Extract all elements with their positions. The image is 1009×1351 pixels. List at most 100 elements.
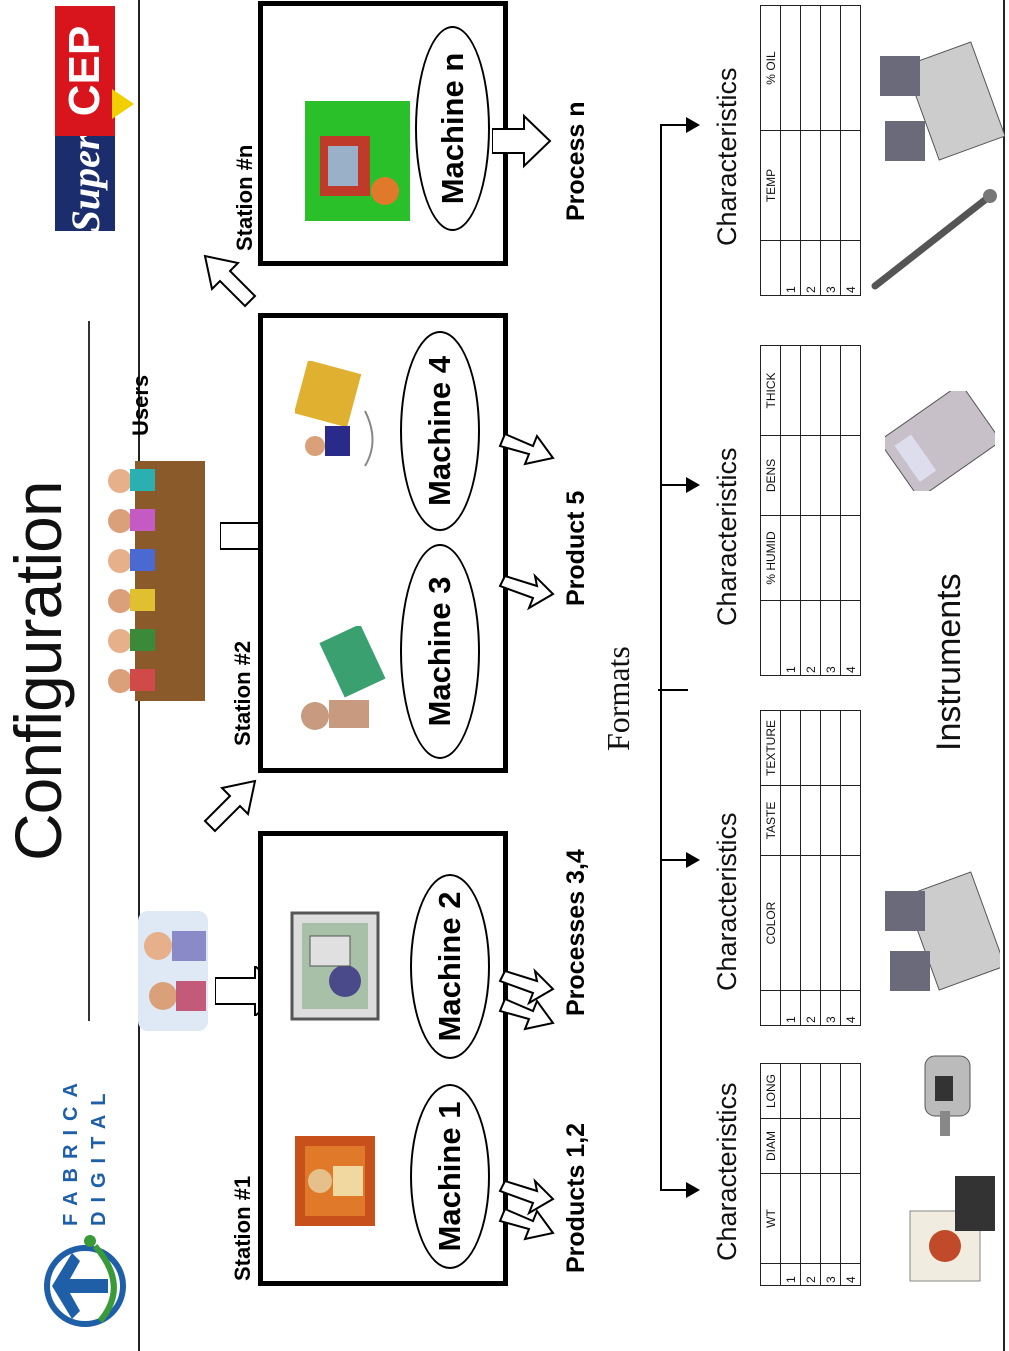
characteristics-table-3-grid: % HUMID DENS THICK 1 2 3 4	[760, 345, 861, 676]
column-header: LONG	[760, 1063, 781, 1119]
characteristics-table-4: TEMP % OIL 1 2 3 4	[760, 5, 861, 296]
station-1-label: Station #1	[230, 1175, 255, 1281]
formats-label: Formats	[600, 646, 636, 751]
formats-tree-trunk	[658, 689, 688, 691]
table-cell	[780, 345, 801, 436]
row-index: 3	[820, 600, 841, 676]
characteristics-table-4-grid: TEMP % OIL 1 2 3 4	[760, 5, 861, 296]
row-index: 4	[840, 240, 861, 296]
stationn-output-arrow	[492, 113, 552, 169]
fabrica-digital-logo: FABRICA DIGITAL	[30, 1041, 130, 1341]
logo-yellow-triangle-icon	[112, 89, 134, 119]
calculator-instrument-icon	[885, 391, 995, 491]
formats-tree-branch	[660, 126, 662, 1191]
table-cell	[800, 1173, 821, 1264]
instruments-label: Instruments	[930, 573, 968, 751]
table-cell	[800, 345, 821, 436]
table-cell	[840, 515, 861, 601]
row-index: 1	[780, 600, 801, 676]
column-header: TEXTURE	[760, 710, 781, 786]
page-title: Configuration	[1, 481, 75, 861]
table-cell	[780, 785, 801, 856]
table-cell	[840, 1173, 861, 1264]
column-header: WT	[760, 1173, 781, 1264]
fabrica-logo-icon	[44, 1235, 126, 1327]
table-cell	[800, 435, 821, 516]
meeting-table-icon	[108, 461, 205, 701]
table-corner	[760, 1263, 781, 1286]
table-cell	[820, 130, 841, 241]
table-corner	[760, 240, 781, 296]
table-cell	[780, 710, 801, 786]
formats-arrowheads	[686, 117, 700, 1198]
row-index: 2	[800, 990, 821, 1026]
column-header: THICK	[760, 345, 781, 436]
output-products-1-2: Products 1,2	[562, 1122, 590, 1273]
row-index: 4	[840, 600, 861, 676]
table-cell	[820, 5, 841, 131]
table-cell	[820, 1118, 841, 1174]
table-cell	[840, 855, 861, 991]
machine-3-worker-icon	[301, 626, 386, 730]
supercep-super-logo: Super	[55, 135, 115, 232]
machine-2-oval: Machine 2	[410, 874, 490, 1059]
table-cell	[840, 130, 861, 241]
table-cell	[840, 5, 861, 131]
column-header: DENS	[760, 435, 781, 516]
table-cell	[780, 1063, 801, 1119]
table-cell	[840, 1063, 861, 1119]
characteristics-table-1-grid: WT DIAM LONG 1 2 3 4	[760, 1063, 861, 1286]
table-cell	[800, 130, 821, 241]
user-to-station1-diag-arrow	[203, 779, 257, 833]
machine-n-oval: Machine n	[415, 26, 490, 231]
table-cell	[820, 1173, 841, 1264]
row-index: 4	[840, 1263, 861, 1286]
table-cell	[820, 345, 841, 436]
column-header: % OIL	[760, 5, 781, 131]
row-index: 1	[780, 240, 801, 296]
keyboard-instrument-1-icon	[885, 871, 1000, 991]
characteristics-table-3: % HUMID DENS THICK 1 2 3 4	[760, 345, 861, 676]
table-corner	[760, 990, 781, 1026]
machine-4-oval: Machine 4	[400, 331, 480, 531]
machine-2-lab-icon	[290, 911, 380, 1021]
table-cell	[780, 855, 801, 991]
characteristics-table-2: COLOR TASTE TEXTURE 1 2 3 4	[760, 710, 861, 1026]
row-index: 1	[780, 1263, 801, 1286]
scale-instrument-icon	[909, 1176, 995, 1282]
keyboard-instrument-2-icon	[880, 41, 1005, 161]
table-cell	[780, 1118, 801, 1174]
row-index: 4	[840, 990, 861, 1026]
user-to-stationn-arrow	[203, 254, 257, 308]
table-cell	[820, 855, 841, 991]
users-label: Users	[128, 374, 153, 436]
row-index: 2	[800, 1263, 821, 1286]
column-header: % HUMID	[760, 515, 781, 601]
table-cell	[820, 435, 841, 516]
table-cell	[780, 130, 801, 241]
table-cell	[800, 785, 821, 856]
table-cell	[800, 1063, 821, 1119]
micrometer-instrument-icon	[924, 1055, 971, 1136]
table-cell	[840, 435, 861, 516]
table-cell	[780, 1173, 801, 1264]
station-n-label: Station #n	[232, 144, 257, 251]
characteristics-title-4: Characteristics	[712, 67, 742, 246]
station-2-label: Station #2	[230, 640, 255, 746]
column-header: TEMP	[760, 130, 781, 241]
characteristics-title-2: Characteristics	[712, 812, 742, 991]
table-cell	[780, 515, 801, 601]
table-cell	[820, 1063, 841, 1119]
output-product-5: Product 5	[562, 490, 590, 606]
machine-4-worker-icon	[295, 361, 374, 467]
station1-output-arrows	[498, 967, 555, 1241]
table-corner	[760, 600, 781, 676]
column-header: DIAM	[760, 1118, 781, 1174]
machine-3-oval: Machine 3	[400, 544, 480, 759]
characteristics-title-1: Characteristics	[712, 1082, 742, 1261]
output-process-n: Process n	[562, 101, 590, 221]
table-cell	[780, 5, 801, 131]
characteristics-table-1: WT DIAM LONG 1 2 3 4	[760, 1063, 861, 1286]
